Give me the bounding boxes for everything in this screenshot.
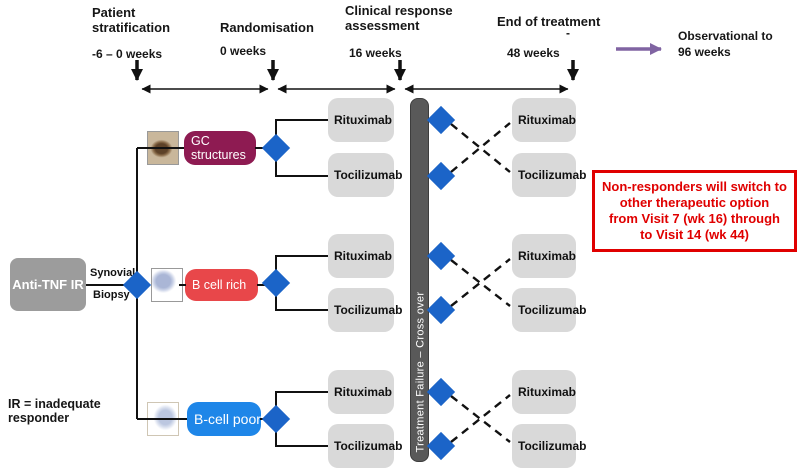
histology-image-b-cell-rich xyxy=(151,268,183,302)
branch-label-b-cell-rich: B cell rich xyxy=(185,269,258,301)
treatment-box-poor-rituximab: Rituximab xyxy=(328,370,394,414)
decision-diamonds xyxy=(122,105,456,461)
decision-diamond xyxy=(426,161,456,191)
biopsy-label: Biopsy xyxy=(93,289,130,301)
phase-weeks-randomisation: 0 weeks xyxy=(220,44,267,58)
observational-label: Observational to 96 weeks xyxy=(678,29,773,59)
treatment-box-rich-tocilizumab: Tocilizumab xyxy=(328,288,402,332)
branch-label-b-cell-poor: B-cell poor xyxy=(187,402,261,436)
treatment-box-gc-tocilizumab: Tocilizumab xyxy=(328,153,402,197)
phase-label-patient-stratification: Patient stratification xyxy=(92,5,171,35)
branch-label-gc-structures: GC structures xyxy=(184,131,256,165)
treatment-box-poor-tocilizumab: Tocilizumab xyxy=(328,424,402,468)
crossover-box-poor-rituximab: Rituximab xyxy=(512,370,576,414)
decision-diamond xyxy=(261,268,291,298)
phase-label-clinical-response: Clinical response assessment xyxy=(345,3,453,33)
decision-diamond xyxy=(426,105,456,135)
synovial-label: Synovial xyxy=(90,267,136,279)
crossover-box-rich-tocilizumab: Tocilizumab xyxy=(512,288,586,332)
phase-weeks-clinical-response: 16 weeks xyxy=(349,46,402,60)
anti-tnf-ir-box: Anti-TNF IR xyxy=(10,258,86,311)
treatment-box-gc-rituximab: Rituximab xyxy=(328,98,394,142)
decision-diamond xyxy=(426,295,456,325)
phase-label-end-of-treatment: End of treatment xyxy=(497,14,601,29)
tree-connectors xyxy=(86,119,328,447)
timeline-down-arrows xyxy=(131,60,579,81)
phase-weeks-stratification: -6 – 0 weeks xyxy=(92,47,163,61)
treatment-failure-crossover-label: Treatment Failure – Cross over xyxy=(414,291,426,453)
decision-diamond xyxy=(122,270,152,300)
crossover-box-gc-tocilizumab: Tocilizumab xyxy=(512,153,586,197)
ir-legend: IR = inadequate responder xyxy=(8,397,101,425)
phase-end-of-treatment-dash: - xyxy=(566,26,570,40)
decision-diamond xyxy=(261,404,291,434)
decision-diamond xyxy=(426,431,456,461)
crossover-box-gc-rituximab: Rituximab xyxy=(512,98,576,142)
phase-label-randomisation: Randomisation xyxy=(220,20,314,35)
crossover-box-rich-rituximab: Rituximab xyxy=(512,234,576,278)
treatment-failure-crossover-bar xyxy=(410,98,429,462)
crossover-dashed-lines xyxy=(450,122,511,443)
treatment-box-rich-rituximab: Rituximab xyxy=(328,234,394,278)
phase-weeks-end-of-treatment: 48 weeks xyxy=(507,46,560,60)
decision-diamond xyxy=(426,377,456,407)
crossover-box-poor-tocilizumab: Tocilizumab xyxy=(512,424,586,468)
non-responders-note: Non-responders will switch to other ther… xyxy=(592,170,797,252)
decision-diamond xyxy=(261,133,291,163)
decision-diamond xyxy=(426,241,456,271)
